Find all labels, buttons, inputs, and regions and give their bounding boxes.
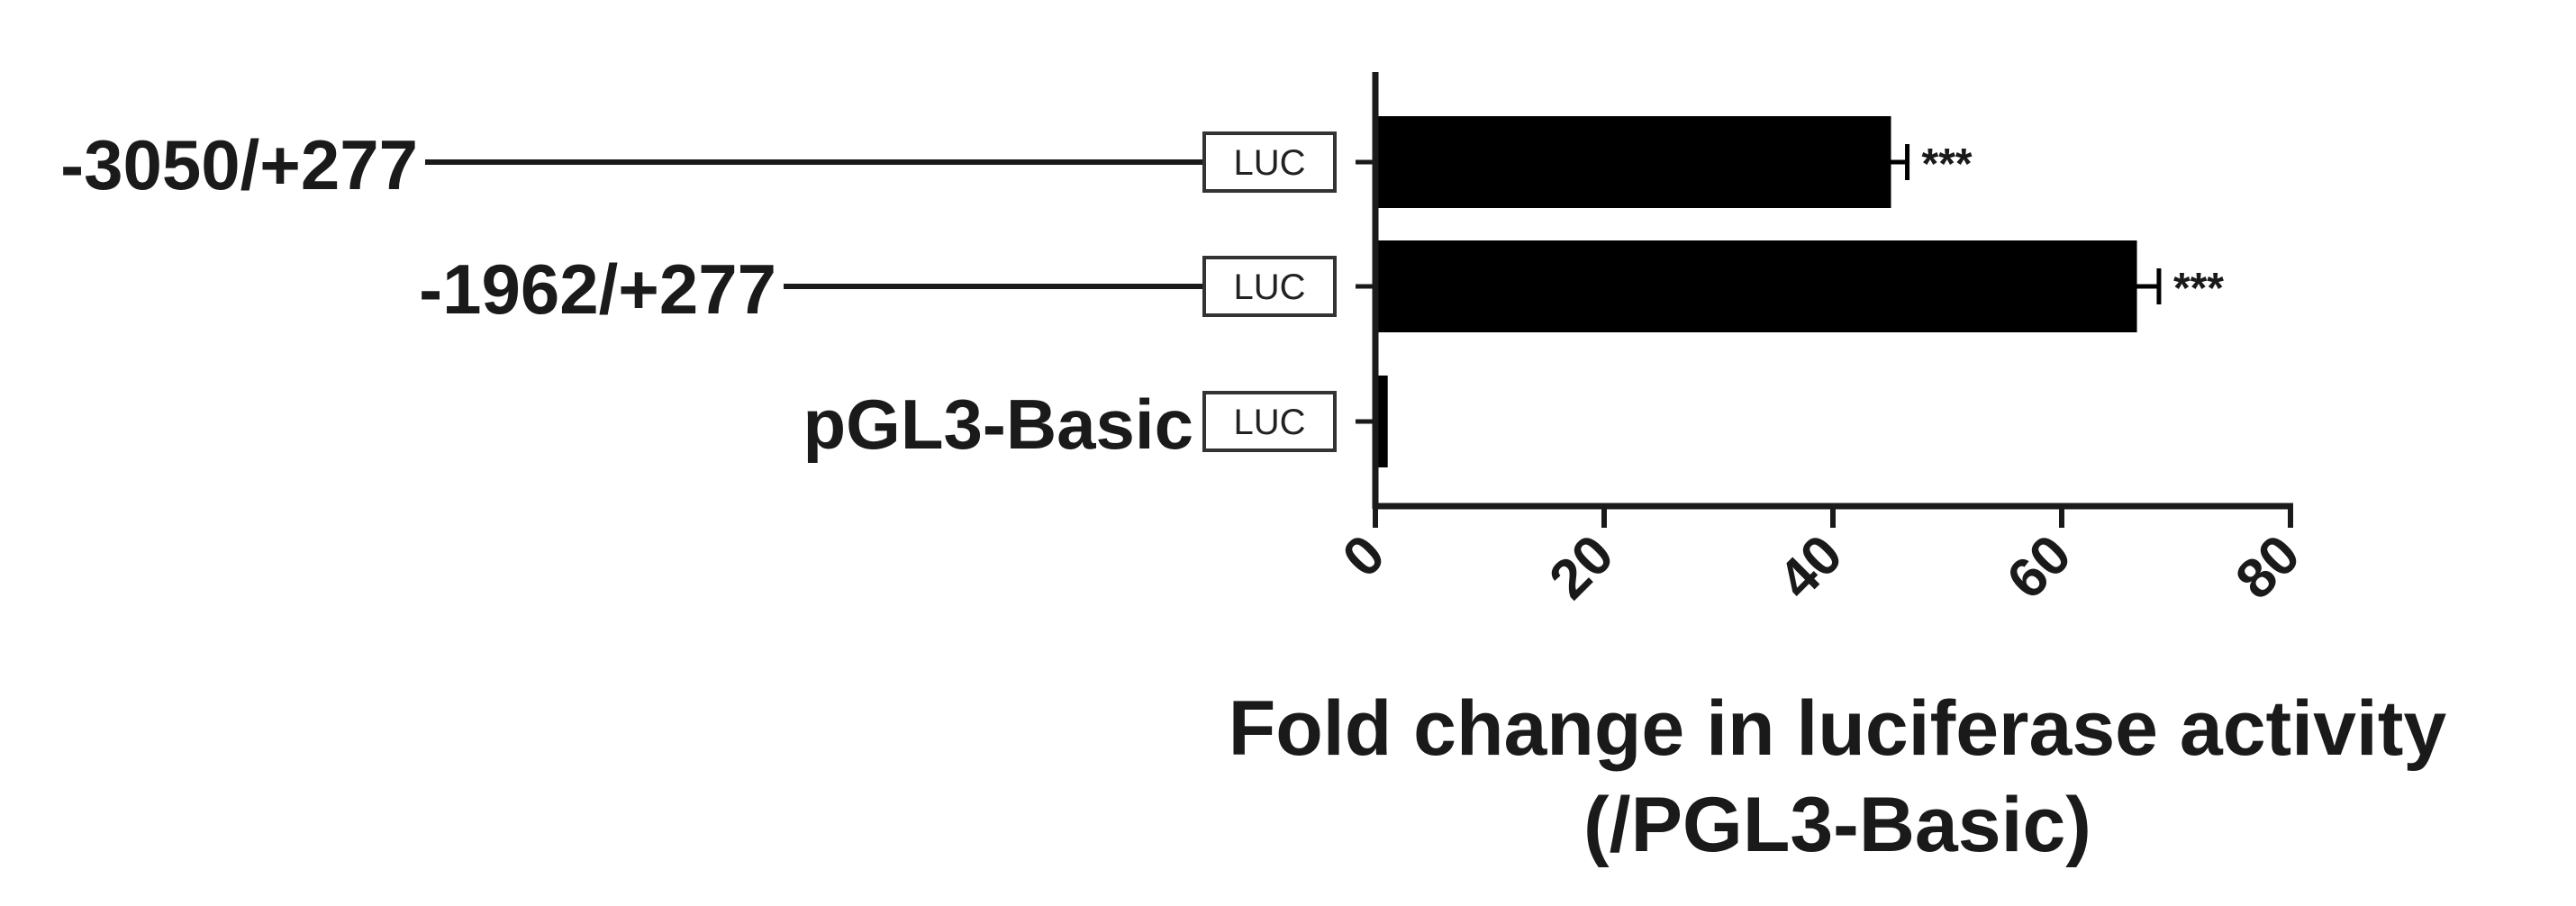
construct-label: -3050/+277: [60, 125, 418, 204]
x-tick-label: 40: [1766, 523, 1855, 612]
x-tick-label: 0: [1331, 523, 1397, 589]
construct-label: -1962/+277: [419, 249, 776, 329]
luc-box: [1202, 131, 1337, 193]
x-axis-sublabel: (/PGL3-Basic): [1583, 782, 2091, 868]
significance-label: ***: [1922, 140, 1973, 188]
construct-label: pGL3-Basic: [803, 385, 1193, 464]
bar: [1374, 240, 2137, 332]
luc-box-label: LUC: [1233, 403, 1305, 442]
x-axis-label: Fold change in luciferase activity: [1229, 685, 2447, 772]
luc-box: [1202, 391, 1337, 452]
significance-label: ***: [2173, 265, 2224, 313]
x-tick-label: 80: [2224, 523, 2312, 612]
bars-layer: *** ***: [1374, 116, 2224, 467]
x-tick-label: 60: [1995, 523, 2083, 612]
luc-box-label: LUC: [1233, 143, 1305, 183]
luc-box-label: LUC: [1233, 267, 1305, 307]
bar: [1374, 116, 1891, 208]
luc-box: [1202, 256, 1337, 317]
x-tick-label: 20: [1537, 523, 1626, 612]
